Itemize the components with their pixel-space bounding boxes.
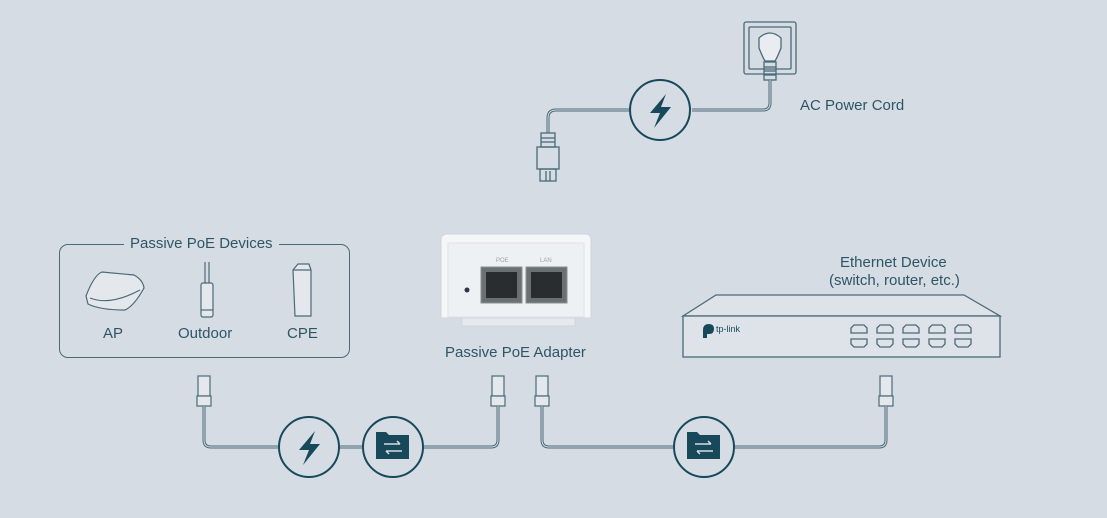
- ac-power-icon: [629, 79, 691, 141]
- rj45-connectors: [196, 375, 894, 407]
- ethernet-device-label: Ethernet Device: [840, 254, 947, 271]
- ac-power-cord-label: AC Power Cord: [800, 97, 905, 114]
- ethernet-device-sublabel: (switch, router, etc.): [829, 272, 960, 289]
- poe-power-icon: [278, 416, 340, 478]
- passive-poe-devices-title: Passive PoE Devices: [124, 235, 279, 252]
- passive-poe-adapter-label: Passive PoE Adapter: [445, 344, 586, 361]
- adapter-port-poe-label: POE: [496, 258, 509, 264]
- tp-link-logo-mark: [703, 324, 714, 338]
- outdoor-label: Outdoor: [178, 325, 233, 342]
- ap-device: [85, 271, 145, 311]
- cable-device-adapter: [202, 406, 500, 449]
- cpe-label: CPE: [287, 325, 318, 342]
- adapter-port-lan-label: LAN: [540, 258, 552, 264]
- switch-brand-label: tp-link: [716, 324, 741, 334]
- cpe-device: [292, 263, 312, 317]
- wall-outlet: [743, 21, 797, 81]
- ap-label: AP: [103, 325, 124, 342]
- switch-ports: [850, 324, 972, 348]
- poe-adapter: [440, 233, 592, 327]
- ethernet-switch: [680, 294, 1003, 358]
- outdoor-device: [200, 262, 214, 318]
- c13-plug: [536, 132, 560, 182]
- data-transfer-icon-1: [362, 416, 424, 478]
- data-transfer-icon-2: [673, 416, 735, 478]
